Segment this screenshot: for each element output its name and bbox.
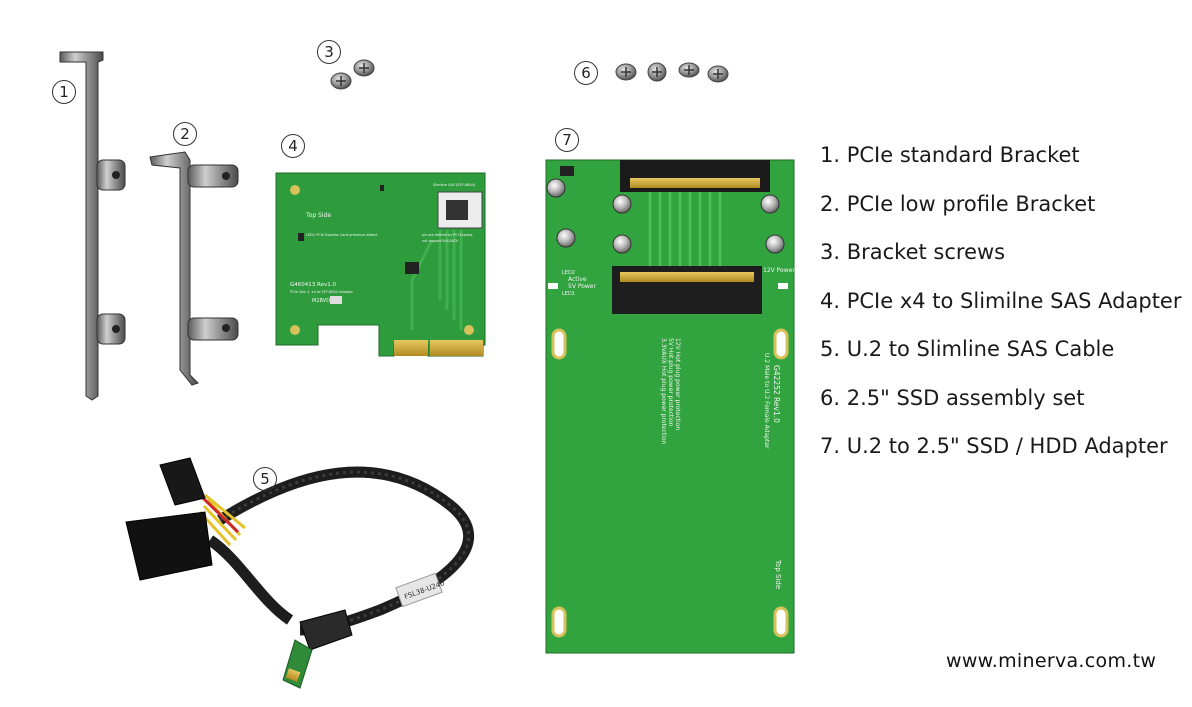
item-number-6: 6 bbox=[574, 61, 598, 85]
large-pcb-12v: 12V Power bbox=[763, 267, 795, 274]
legend-item-3: 3. Bracket screws bbox=[820, 240, 1006, 264]
u2-to-ssd-adapter-board: LED2 Active 5V Power LED1 12V Power 12V … bbox=[545, 159, 795, 654]
legend-item-6: 6. 2.5" SSD assembly set bbox=[820, 385, 1085, 410]
legend-item-7: 7. U.2 to 2.5" SSD / HDD Adapter bbox=[820, 434, 1168, 458]
item-number-4: 4 bbox=[281, 134, 305, 158]
large-pcb-desc: U.2 Male to U.2 Female Adapter bbox=[763, 353, 770, 449]
pcie-low-profile-bracket bbox=[149, 151, 239, 386]
small-pcb-desc: PCIe Gen 3, x4 to SFF-8654 Adapter bbox=[290, 290, 354, 294]
bracket-screws bbox=[330, 59, 375, 90]
large-pcb-model: G42252 Rev1.0 bbox=[772, 365, 781, 423]
legend-item-2: 2. PCIe low profile Bracket bbox=[820, 191, 1096, 216]
large-pcb-5v: 5V Power bbox=[568, 283, 597, 290]
item-number-5: 5 bbox=[253, 467, 277, 491]
pcie-x4-slimline-adapter: Top Side G460413 Rev1.0 PCIe Gen 3, x4 t… bbox=[275, 172, 486, 357]
pcie-standard-bracket bbox=[59, 51, 126, 401]
small-pcb-slimline: Slimline SAS (SFF-8654) bbox=[433, 183, 476, 187]
large-pcb-top-side: Top Side bbox=[774, 559, 782, 589]
large-pcb-active: Active bbox=[568, 276, 587, 283]
small-pcb-led: LED1 PCIe Express Card presence detect bbox=[306, 233, 378, 237]
large-pcb-led1: LED1 bbox=[562, 291, 575, 297]
small-pcb-chip: M2BVD bbox=[312, 298, 330, 304]
item-number-1: 1 bbox=[52, 80, 76, 104]
large-pcb-led2: LED2 bbox=[562, 270, 575, 276]
item-number-2: 2 bbox=[173, 122, 197, 146]
legend-item-5: 5. U.2 to Slimline SAS Cable bbox=[820, 337, 1115, 361]
large-pcb-prot1: 12V Hot plug power protection bbox=[674, 338, 681, 430]
item-number-7: 7 bbox=[555, 128, 579, 152]
small-pcb-top-side: Top Side bbox=[305, 212, 331, 219]
parts-legend: 1. PCIe standard Bracket 2. PCIe low pro… bbox=[820, 139, 1190, 479]
item-number-3: 3 bbox=[317, 40, 341, 64]
u2-slimline-cable: FSL38-U240 bbox=[125, 457, 475, 689]
small-pcb-note1: pin-out defined by PCI Express bbox=[422, 233, 473, 237]
small-pcb-model: G460413 Rev1.0 bbox=[290, 282, 336, 288]
large-pcb-prot3: 3.3VAUX Hot plug power protection bbox=[660, 338, 667, 445]
large-pcb-prot2: 5V Hot plug power protection bbox=[667, 338, 674, 427]
ssd-assembly-screws bbox=[615, 62, 729, 83]
small-pcb-note2: not support SAS/SATA bbox=[422, 239, 459, 243]
legend-item-4: 4. PCIe x4 to Slimilne SAS Adapter bbox=[820, 288, 1182, 313]
website-url: www.minerva.com.tw bbox=[946, 650, 1157, 672]
legend-item-1: 1. PCIe standard Bracket bbox=[820, 143, 1080, 167]
